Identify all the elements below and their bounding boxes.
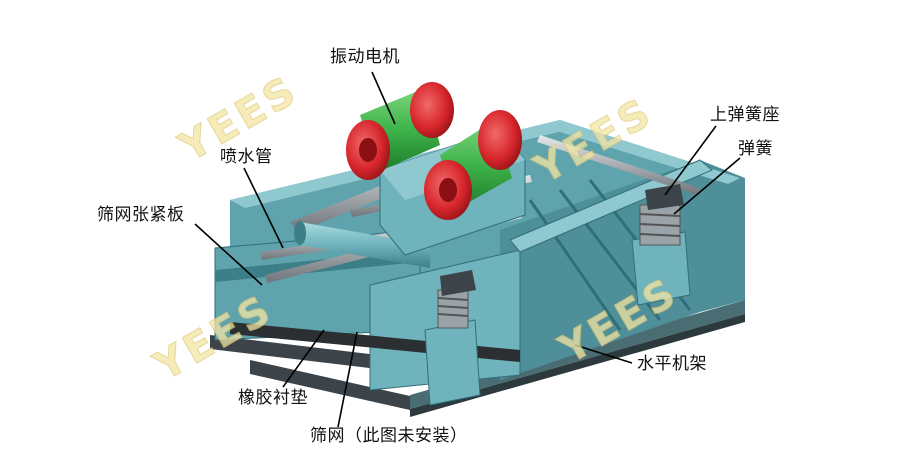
spring-support-front	[424, 270, 481, 406]
vibration-motor-right	[424, 110, 522, 220]
label-screen-tension-plate: 筛网张紧板	[97, 205, 185, 225]
label-rubber-pad: 橡胶衬垫	[238, 388, 308, 408]
horizontal-frame	[210, 300, 745, 417]
leader-lines	[194, 71, 741, 428]
label-spring: 弹簧	[738, 139, 773, 159]
label-spray-pipe: 喷水管	[220, 147, 273, 167]
label-upper-spring-seat: 上弹簧座	[710, 105, 780, 125]
label-screen-mesh: 筛网（此图未安装）	[310, 426, 468, 446]
label-vibration-motor: 振动电机	[330, 47, 400, 67]
spring-support-back	[631, 184, 691, 306]
label-horizontal-frame: 水平机架	[637, 354, 707, 374]
vibration-motor-left	[346, 82, 454, 180]
